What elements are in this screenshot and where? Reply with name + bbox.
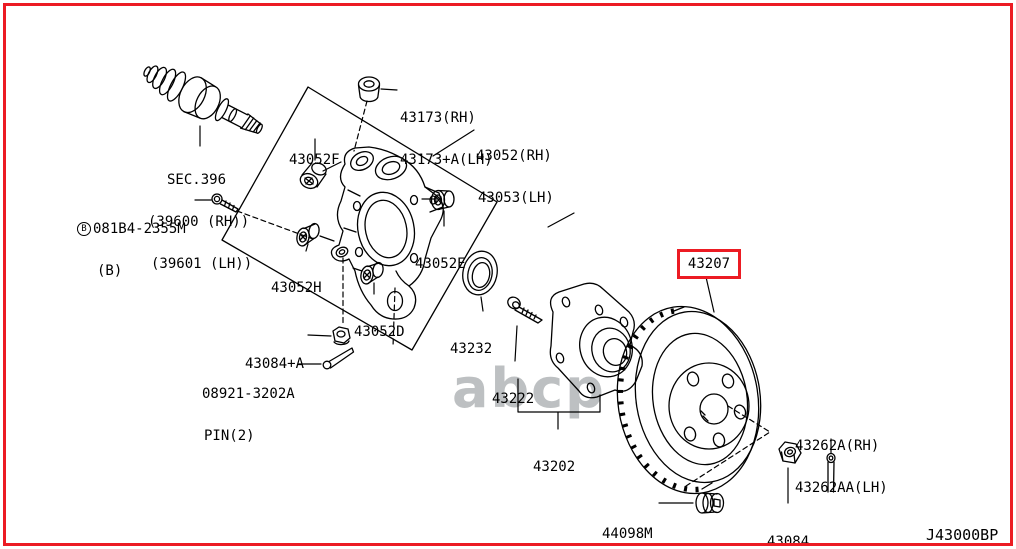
part-label-43232[interactable]: 43232 bbox=[450, 341, 493, 357]
bushing-43052d-drawing bbox=[360, 261, 384, 285]
circled-b-symbol: B bbox=[77, 222, 91, 236]
section-label-sec396[interactable]: SEC.396 (39600 (RH)) (39601 (LH)) bbox=[148, 172, 253, 272]
nut-43084a-drawing bbox=[332, 326, 351, 346]
part-label-43173[interactable]: 43173(RH) 43173+A(LH) bbox=[400, 110, 493, 168]
bushing-43052f-drawing bbox=[299, 162, 327, 190]
part-label-43262a[interactable]: 43262A(RH) 43262AA(LH) bbox=[795, 438, 888, 496]
cap-44098m-drawing bbox=[695, 492, 725, 514]
alignment-dashed-lines bbox=[236, 100, 771, 487]
part-label-43207-highlighted[interactable]: 43207 bbox=[677, 249, 741, 279]
bushing-43052e-drawing bbox=[430, 189, 455, 211]
nut-43084-drawing bbox=[778, 441, 802, 464]
leader-lines bbox=[194, 88, 832, 504]
part-label-43052e[interactable]: 43052E bbox=[415, 256, 466, 272]
seal-43232-drawing bbox=[462, 250, 498, 296]
brake-disc-43207-drawing bbox=[616, 305, 762, 495]
part-label-43052f[interactable]: 43052F bbox=[289, 152, 340, 168]
pin-08921-drawing bbox=[322, 347, 355, 370]
part-label-43084[interactable]: 43084 bbox=[767, 534, 810, 549]
part-label-08921[interactable]: 08921-3202A PIN(2) bbox=[202, 386, 295, 444]
knuckle-plane-outline bbox=[221, 86, 498, 351]
part-label-43052[interactable]: 43052(RH) 43053(LH) bbox=[476, 148, 554, 206]
part-label-43052h[interactable]: 43052H bbox=[271, 280, 322, 296]
stopper-43173-drawing bbox=[357, 76, 381, 103]
part-label-44098m[interactable]: 44098M bbox=[602, 526, 653, 542]
cv-axle-drawing bbox=[143, 65, 263, 134]
bolt-081b4-drawing bbox=[211, 193, 239, 213]
bolt-43222-drawing bbox=[507, 296, 543, 324]
diagram-code: J43000BP bbox=[926, 526, 999, 544]
hub-43202-drawing bbox=[549, 282, 643, 399]
part-label-43052d[interactable]: 43052D bbox=[354, 324, 405, 340]
bushing-43052h-drawing bbox=[296, 222, 320, 247]
part-label-43222[interactable]: 43222 bbox=[492, 391, 535, 407]
part-label-43202[interactable]: 43202 bbox=[533, 459, 576, 475]
part-label-43084a[interactable]: 43084+A bbox=[245, 356, 305, 372]
watermark: abcp bbox=[452, 357, 606, 420]
